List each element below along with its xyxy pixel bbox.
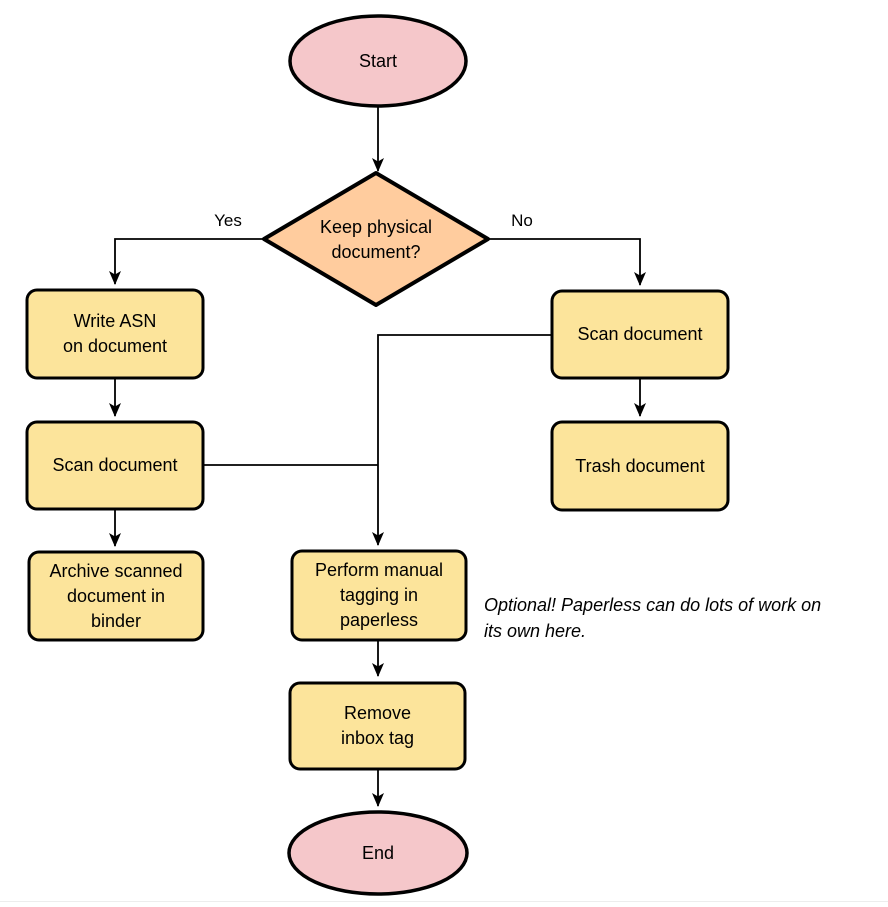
archive-box (27, 550, 205, 642)
edge-decision-no-to-scan-right (488, 238, 646, 286)
scan-document-right-box (550, 289, 730, 380)
scan-document-left-box (25, 420, 205, 511)
edge-decision-yes-to-write-asn (109, 238, 264, 285)
note-text: Optional! Paperless can do lots of work … (484, 595, 822, 641)
trash-document-box (550, 420, 730, 512)
start-ellipse (288, 14, 468, 108)
edge-label-no: No (511, 211, 533, 230)
end-ellipse (287, 810, 469, 896)
page-bottom-divider (0, 901, 888, 902)
decision-diamond (262, 171, 490, 307)
manual-tagging-box (290, 549, 468, 642)
remove-inbox-tag-box (288, 681, 467, 771)
write-asn-box (25, 288, 205, 380)
edge-scan-right-to-tagging (372, 334, 552, 546)
edge-label-yes: Yes (214, 211, 242, 230)
